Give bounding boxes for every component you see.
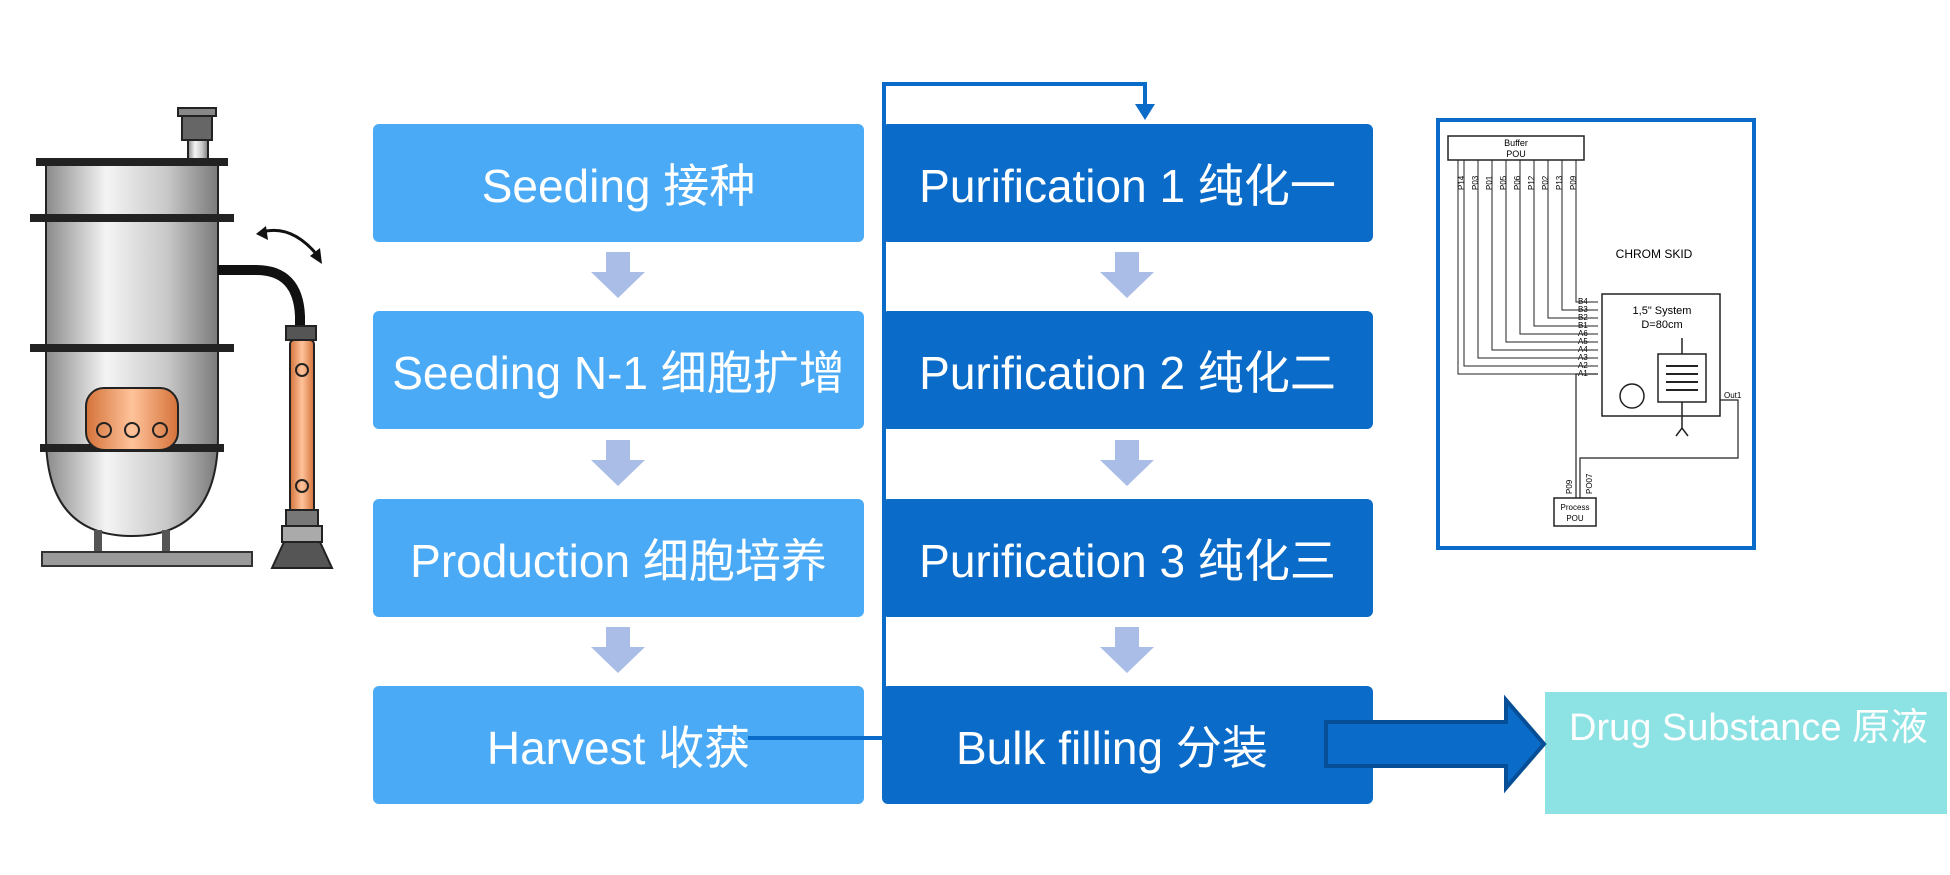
valve-label: B3	[1578, 305, 1588, 314]
valve-label: B4	[1578, 297, 1588, 306]
step-harvest: Harvest 收获	[373, 686, 864, 804]
port-label: P14	[1457, 175, 1466, 190]
process-label: Process	[1561, 503, 1590, 512]
step-label: Purification 2 纯化二	[919, 347, 1336, 399]
bottom-port-label: P09	[1565, 479, 1574, 494]
valve-label: A6	[1578, 329, 1588, 338]
port-label: P01	[1485, 175, 1494, 190]
valve-label: A2	[1578, 361, 1588, 370]
valve-label: B1	[1578, 321, 1588, 330]
bioreactor-vessel-icon	[30, 107, 334, 569]
system-label: 1,5" System	[1633, 305, 1692, 317]
step-seeding: Seeding 接种	[373, 124, 864, 242]
down-arrow-icon	[1100, 440, 1154, 486]
down-arrow-icon	[591, 440, 645, 486]
step-label: Purification 3 纯化三	[919, 535, 1336, 587]
step-seeding-n1: Seeding N-1 细胞扩增	[373, 311, 864, 429]
system-diameter-label: D=80cm	[1641, 319, 1682, 331]
drug-substance-label: Drug Substance 原液	[1569, 707, 1929, 749]
port-label: P02	[1541, 175, 1550, 190]
step-purification-3: Purification 3 纯化三	[882, 499, 1373, 617]
port-label: P13	[1555, 175, 1564, 190]
valve-label: B2	[1578, 313, 1588, 322]
buffer-pou-label: POU	[1506, 149, 1526, 159]
valve-label: A5	[1578, 337, 1588, 346]
buffer-lines	[1457, 160, 1598, 375]
step-label: Production 细胞培养	[410, 535, 827, 587]
down-arrow-icon	[1100, 627, 1154, 673]
chrom-skid-title: CHROM SKID	[1616, 247, 1693, 261]
step-label: Seeding 接种	[481, 160, 756, 212]
buffer-label: Buffer	[1504, 138, 1528, 148]
chrom-skid-schematic: Buffer POU P14 P03 P01 P05 P06 P12 P02 P…	[1436, 118, 1756, 550]
step-label: Seeding N-1 细胞扩增	[392, 347, 845, 399]
step-label: Bulk filling 分装	[956, 722, 1268, 774]
port-label: P12	[1527, 175, 1536, 190]
step-production: Production 细胞培养	[373, 499, 864, 617]
down-arrow-icon	[591, 627, 645, 673]
process-pou-label: POU	[1566, 514, 1584, 523]
step-bulk-filling: Bulk filling 分装	[882, 686, 1373, 804]
valve-label: A4	[1578, 345, 1588, 354]
valve-label: A3	[1578, 353, 1588, 362]
out-label: Out1	[1724, 391, 1742, 400]
connector-arrowhead	[1135, 104, 1155, 120]
port-label: P03	[1471, 175, 1480, 190]
down-arrow-icon	[1100, 252, 1154, 298]
valve-labels: B4 B3 B2 B1 A6 A5 A4 A3 A2 A1	[1578, 297, 1588, 378]
step-purification-2: Purification 2 纯化二	[882, 311, 1373, 429]
port-label: P09	[1569, 175, 1578, 190]
port-label: P05	[1499, 175, 1508, 190]
step-purification-1: Purification 1 纯化一	[882, 124, 1373, 242]
port-label: P06	[1513, 175, 1522, 190]
top-ports: P14 P03 P01 P05 P06 P12 P02 P13 P09	[1457, 175, 1578, 190]
step-label: Harvest 收获	[486, 722, 751, 774]
step-label: Purification 1 纯化一	[919, 160, 1336, 212]
down-arrow-icon	[591, 252, 645, 298]
drug-substance-box: Drug Substance 原液	[1545, 692, 1947, 814]
bottom-port-label: PO07	[1585, 473, 1594, 494]
